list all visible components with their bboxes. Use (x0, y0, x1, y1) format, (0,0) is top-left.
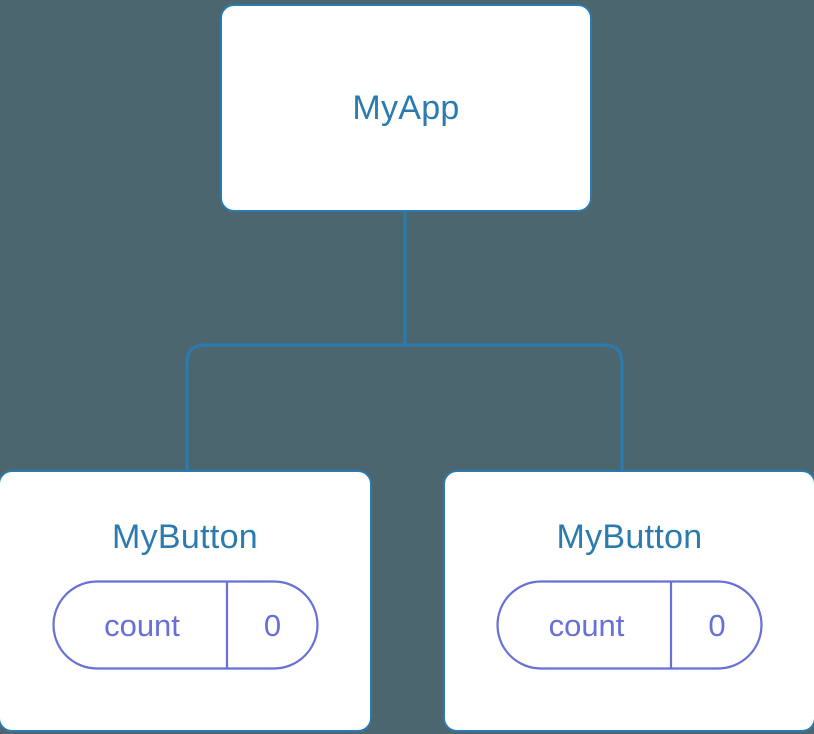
pill-outline-icon (51, 580, 319, 670)
tree-node-mybutton-1[interactable]: MyButton count 0 (443, 470, 814, 732)
state-value: 0 (708, 607, 726, 643)
tree-node-mybutton-0[interactable]: MyButton count 0 (0, 470, 372, 732)
edge-split-bar (185, 343, 624, 472)
state-pill[interactable]: count 0 (496, 580, 763, 670)
state-key: count (104, 607, 180, 643)
tree-node-myapp[interactable]: MyApp (220, 4, 592, 212)
state-key: count (548, 607, 625, 643)
node-title: MyButton (556, 518, 703, 556)
node-title: MyButton (111, 518, 259, 556)
node-title: MyApp (352, 89, 460, 127)
state-value: 0 (263, 607, 282, 643)
pill-outline-icon (496, 580, 763, 670)
state-pill[interactable]: count 0 (51, 580, 319, 670)
